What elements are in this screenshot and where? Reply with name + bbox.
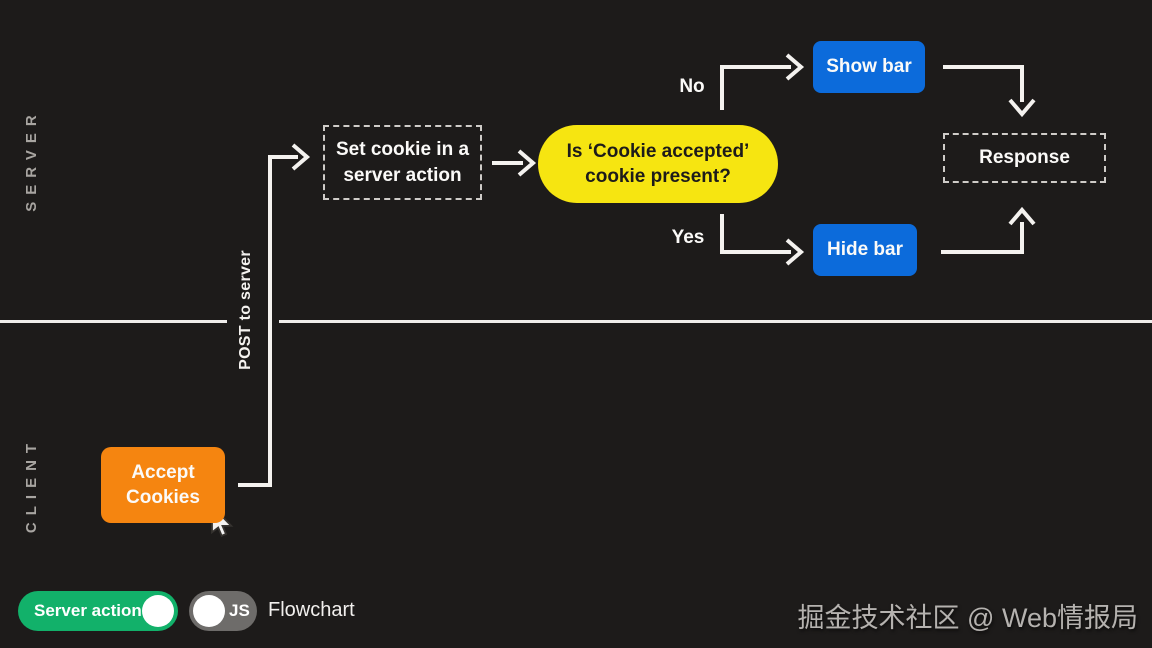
set-cookie-node-line1: Set cookie in a [335, 139, 470, 161]
hide-bar-node-label: Hide bar [826, 239, 904, 261]
server-actions-toggle[interactable]: Server actions [18, 591, 178, 631]
set-cookie-node-line2: server action [343, 164, 462, 186]
accept-cookies-node-line1: Accept [131, 461, 195, 483]
show-bar-node: Show bar [813, 41, 925, 93]
toggle-knob [142, 595, 174, 627]
edge-decision-to-hidebar [720, 214, 791, 254]
decision-node-line1: Is ‘Cookie accepted’ [566, 140, 750, 162]
accept-cookies-node-line2: Cookies [126, 487, 200, 508]
accept-cookies-node: Accept Cookies [101, 447, 225, 523]
arrowhead-up-icon [1008, 206, 1036, 226]
hide-bar-node: Hide bar [813, 224, 917, 276]
arrowhead-right-icon [291, 143, 311, 171]
server-lane-label: SERVER [22, 108, 40, 212]
edge-accept-to-setcookie [238, 155, 298, 487]
js-toggle-label: JS [229, 601, 250, 620]
toggle-knob [193, 595, 225, 627]
yes-edge-label: Yes [671, 227, 705, 248]
response-node: Response [943, 133, 1106, 183]
edge-showbar-to-response [943, 65, 1024, 102]
no-edge-label: No [679, 76, 705, 97]
view-label: Flowchart [268, 599, 355, 621]
show-bar-node-label: Show bar [826, 56, 912, 78]
post-to-server-edge-label: POST to server [237, 250, 254, 370]
cookie-present-decision-node: Is ‘Cookie accepted’ cookie present? [538, 125, 778, 203]
js-toggle[interactable]: JS [189, 591, 257, 631]
decision-node-line2: cookie present? [585, 166, 731, 187]
client-lane-label: CLIENT [22, 436, 40, 534]
set-cookie-node: Set cookie in a server action [323, 125, 482, 200]
arrowhead-down-icon [1008, 98, 1036, 118]
arrowhead-right-icon [785, 238, 805, 266]
arrowhead-right-icon [517, 149, 537, 177]
arrowhead-right-icon [785, 53, 805, 81]
server-actions-toggle-label: Server actions [34, 601, 152, 620]
edge-hidebar-to-response [941, 222, 1024, 254]
edge-decision-to-showbar [720, 65, 791, 110]
watermark-text: 掘金技术社区 @ Web情报局 [797, 603, 1138, 633]
response-node-label: Response [979, 147, 1070, 169]
